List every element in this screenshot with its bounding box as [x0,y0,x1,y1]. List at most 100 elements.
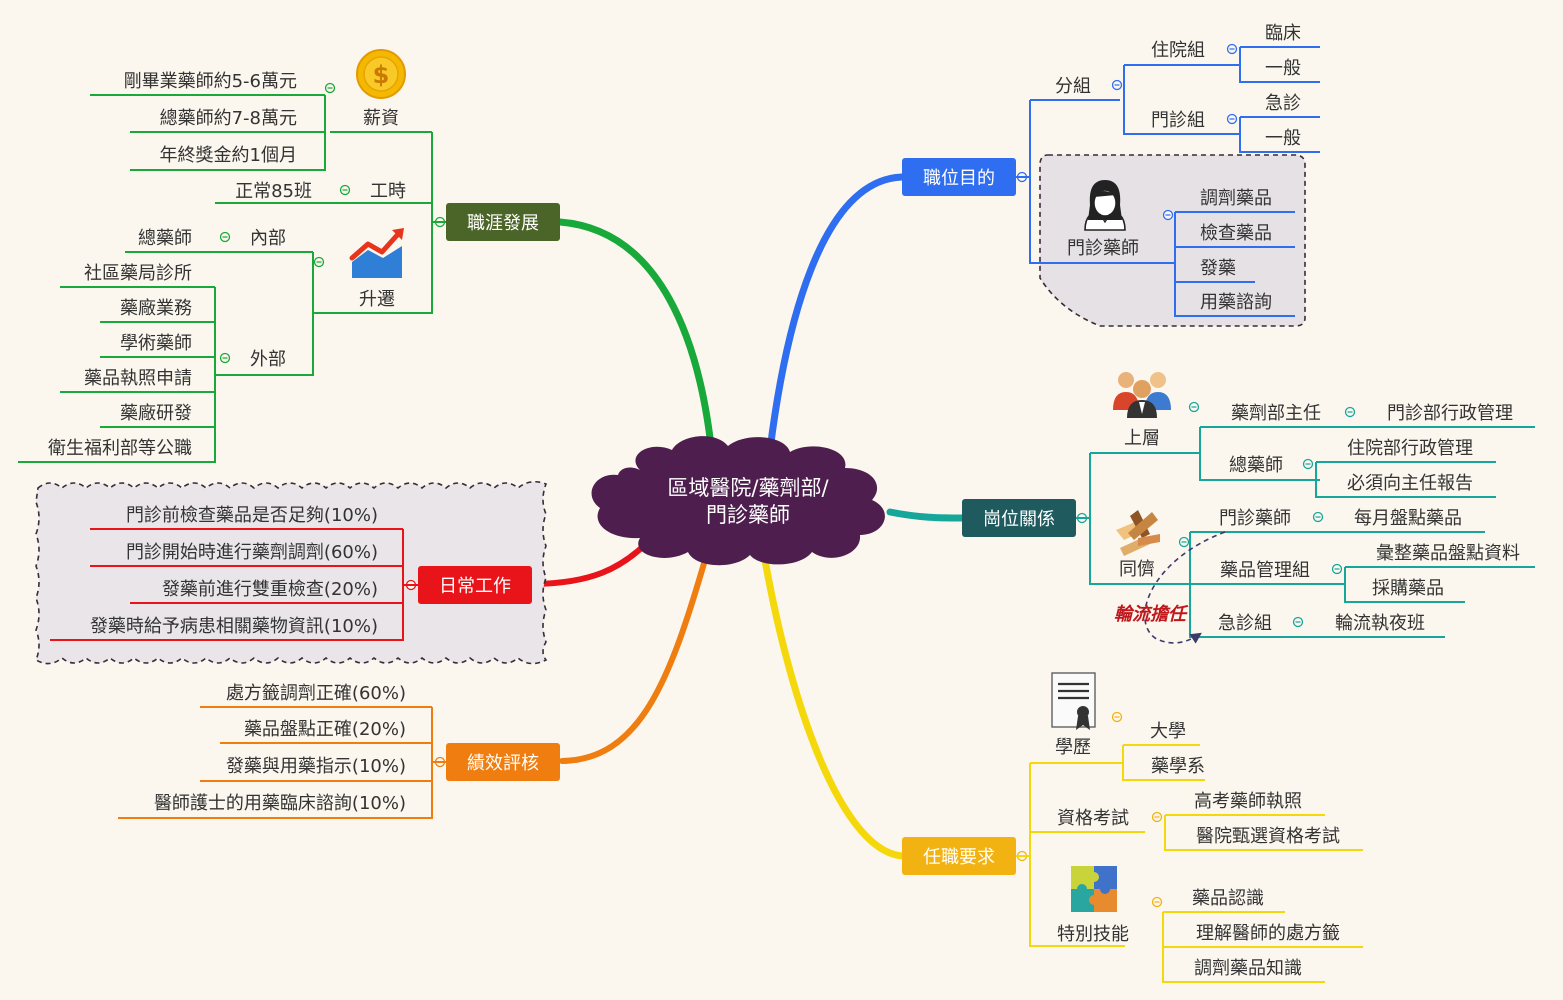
salary-label: 薪資 [363,108,399,129]
external-label[interactable]: 外部 [250,349,286,370]
promotion-label: 升遷 [359,289,395,310]
skills-label: 特別技能 [1057,924,1129,945]
skills-item-1[interactable]: 藥品認識 [1192,888,1264,909]
hours-item-1[interactable]: 正常85班 [235,181,312,202]
branch-line-perf [559,557,708,764]
management-item-1[interactable]: 彙整藥品盤點資料 [1376,543,1520,564]
chief-label[interactable]: 總藥師 [1229,455,1283,476]
topic-performance-label: 績效評核 [467,753,539,774]
female-pharmacist-icon [1084,180,1126,231]
external-item-6[interactable]: 衛生福利部等公職 [48,438,192,459]
exam-label[interactable]: 資格考試 [1057,808,1129,829]
daily-item-4[interactable]: 發藥時給予病患相關藥物資訊(10%) [90,616,378,637]
exam-item-1[interactable]: 高考藥師執照 [1194,791,1302,812]
salary-item-1[interactable]: 剛畢業藥師約5-6萬元 [124,71,297,92]
exam-item-2[interactable]: 醫院甄選資格考試 [1196,826,1340,847]
upper-label: 上層 [1124,428,1160,449]
salary-item-2[interactable]: 總藥師約7-8萬元 [160,108,297,129]
salary-node[interactable]: $ 薪資 [356,49,406,129]
rotation-arrow [1144,531,1226,644]
outpatient-group-item-1[interactable]: 急診 [1265,93,1301,114]
peer-outpatient-item-1[interactable]: 每月盤點藥品 [1354,508,1462,529]
daily-boundary [34,480,548,665]
management-item-2[interactable]: 採購藥品 [1372,578,1444,599]
topic-career-label: 職涯發展 [467,213,539,234]
education-node[interactable]: 學歷 [1051,672,1096,758]
skills-item-3[interactable]: 調劑藥品知識 [1194,958,1302,979]
topic-performance[interactable]: 績效評核 [446,743,560,781]
external-item-2[interactable]: 藥廠業務 [120,297,192,319]
perf-item-1[interactable]: 處方籤調劑正確(60%) [226,683,406,704]
skills-item-2[interactable]: 理解醫師的處方籤 [1196,923,1340,944]
chief-item-2[interactable]: 必須向主任報告 [1347,473,1473,494]
topic-requirements-label: 任職要求 [923,847,995,868]
emergency-item-1[interactable]: 輪流執夜班 [1335,613,1425,634]
teamwork-hands-icon [1116,510,1160,556]
inpatient-label[interactable]: 住院組 [1151,40,1205,61]
external-item-4[interactable]: 藥品執照申請 [84,368,192,389]
outpatient-group-item-2[interactable]: 一般 [1265,128,1301,149]
peer-node[interactable]: 同儕 [1116,510,1160,580]
education-item-2[interactable]: 藥學系 [1151,756,1205,777]
emergency-label[interactable]: 急診組 [1218,613,1272,634]
hours-label[interactable]: 工時 [370,181,406,202]
peer-outpatient-label[interactable]: 門診藥師 [1219,508,1291,529]
topic-daily-label: 日常工作 [439,576,511,597]
peer-label: 同儕 [1119,559,1155,580]
svg-text:$: $ [373,61,390,89]
pharmacist-item-1[interactable]: 調劑藥品 [1200,188,1272,209]
promotion-node[interactable]: 升遷 [349,228,404,310]
branch-line-career [556,218,716,459]
skills-node[interactable]: 特別技能 [1057,866,1129,945]
topic-purpose-label: 職位目的 [923,168,995,189]
daily-item-1[interactable]: 門診前檢查藥品是否足夠(10%) [126,505,378,526]
education-label: 學歷 [1055,737,1091,758]
perf-item-3[interactable]: 發藥與用藥指示(10%) [226,756,406,777]
daily-item-3[interactable]: 發藥前進行雙重檢查(20%) [162,579,378,600]
certificate-icon [1051,672,1096,730]
pharmacist-item-4[interactable]: 用藥諮詢 [1200,292,1272,313]
external-item-3[interactable]: 學術藥師 [120,333,192,354]
topic-career[interactable]: 職涯發展 [446,203,560,241]
pharmacist-label: 門診藥師 [1067,238,1139,259]
career-connector [313,132,433,314]
topic-relation-label: 崗位關係 [983,509,1055,530]
internal-item-1[interactable]: 總藥師 [138,228,192,249]
perf-item-2[interactable]: 藥品盤點正確(20%) [244,719,406,740]
growth-chart-icon [349,228,404,278]
team-people-icon [1113,372,1171,418]
branch-line-purpose [766,173,906,454]
topic-purpose[interactable]: 職位目的 [902,158,1016,196]
branch-line-daily [532,537,653,587]
inpatient-item-1[interactable]: 臨床 [1265,23,1301,44]
internal-label[interactable]: 內部 [250,228,286,249]
upper-node[interactable]: 上層 [1113,372,1171,449]
outpatient-group-label[interactable]: 門診組 [1151,110,1205,131]
central-title-line2: 門診藥師 [706,503,790,527]
inpatient-item-2[interactable]: 一般 [1265,58,1301,79]
rotation-note[interactable]: 輪流擔任 [1114,604,1189,625]
branch-line-relation [886,508,966,522]
daily-item-2[interactable]: 門診開始時進行藥劑調劑(60%) [126,542,378,563]
pharmacist-node[interactable]: 門診藥師 [1067,180,1139,259]
puzzle-icon [1071,866,1117,912]
central-title-line1: 區域醫院/藥劑部/ [667,476,829,500]
topic-daily[interactable]: 日常工作 [418,566,532,604]
director-item-1[interactable]: 門診部行政管理 [1387,403,1513,424]
director-label[interactable]: 藥劑部主任 [1231,403,1321,424]
management-label[interactable]: 藥品管理組 [1220,560,1310,581]
external-item-5[interactable]: 藥廠研發 [120,402,192,424]
branch-line-req [761,556,906,860]
chief-item-1[interactable]: 住院部行政管理 [1347,438,1473,459]
topic-relation[interactable]: 崗位關係 [962,499,1076,537]
group-label[interactable]: 分組 [1055,76,1091,97]
pharmacist-item-3[interactable]: 發藥 [1200,258,1236,279]
pharmacist-item-2[interactable]: 檢查藥品 [1200,223,1272,244]
salary-item-3[interactable]: 年終獎金約1個月 [160,145,297,166]
central-topic[interactable]: 區域醫院/藥劑部/ 門診藥師 [591,436,885,566]
external-item-1[interactable]: 社區藥局診所 [84,263,192,284]
topic-requirements[interactable]: 任職要求 [902,837,1016,875]
perf-item-4[interactable]: 醫師護士的用藥臨床諮詢(10%) [154,793,406,814]
education-item-1[interactable]: 大學 [1150,721,1186,742]
